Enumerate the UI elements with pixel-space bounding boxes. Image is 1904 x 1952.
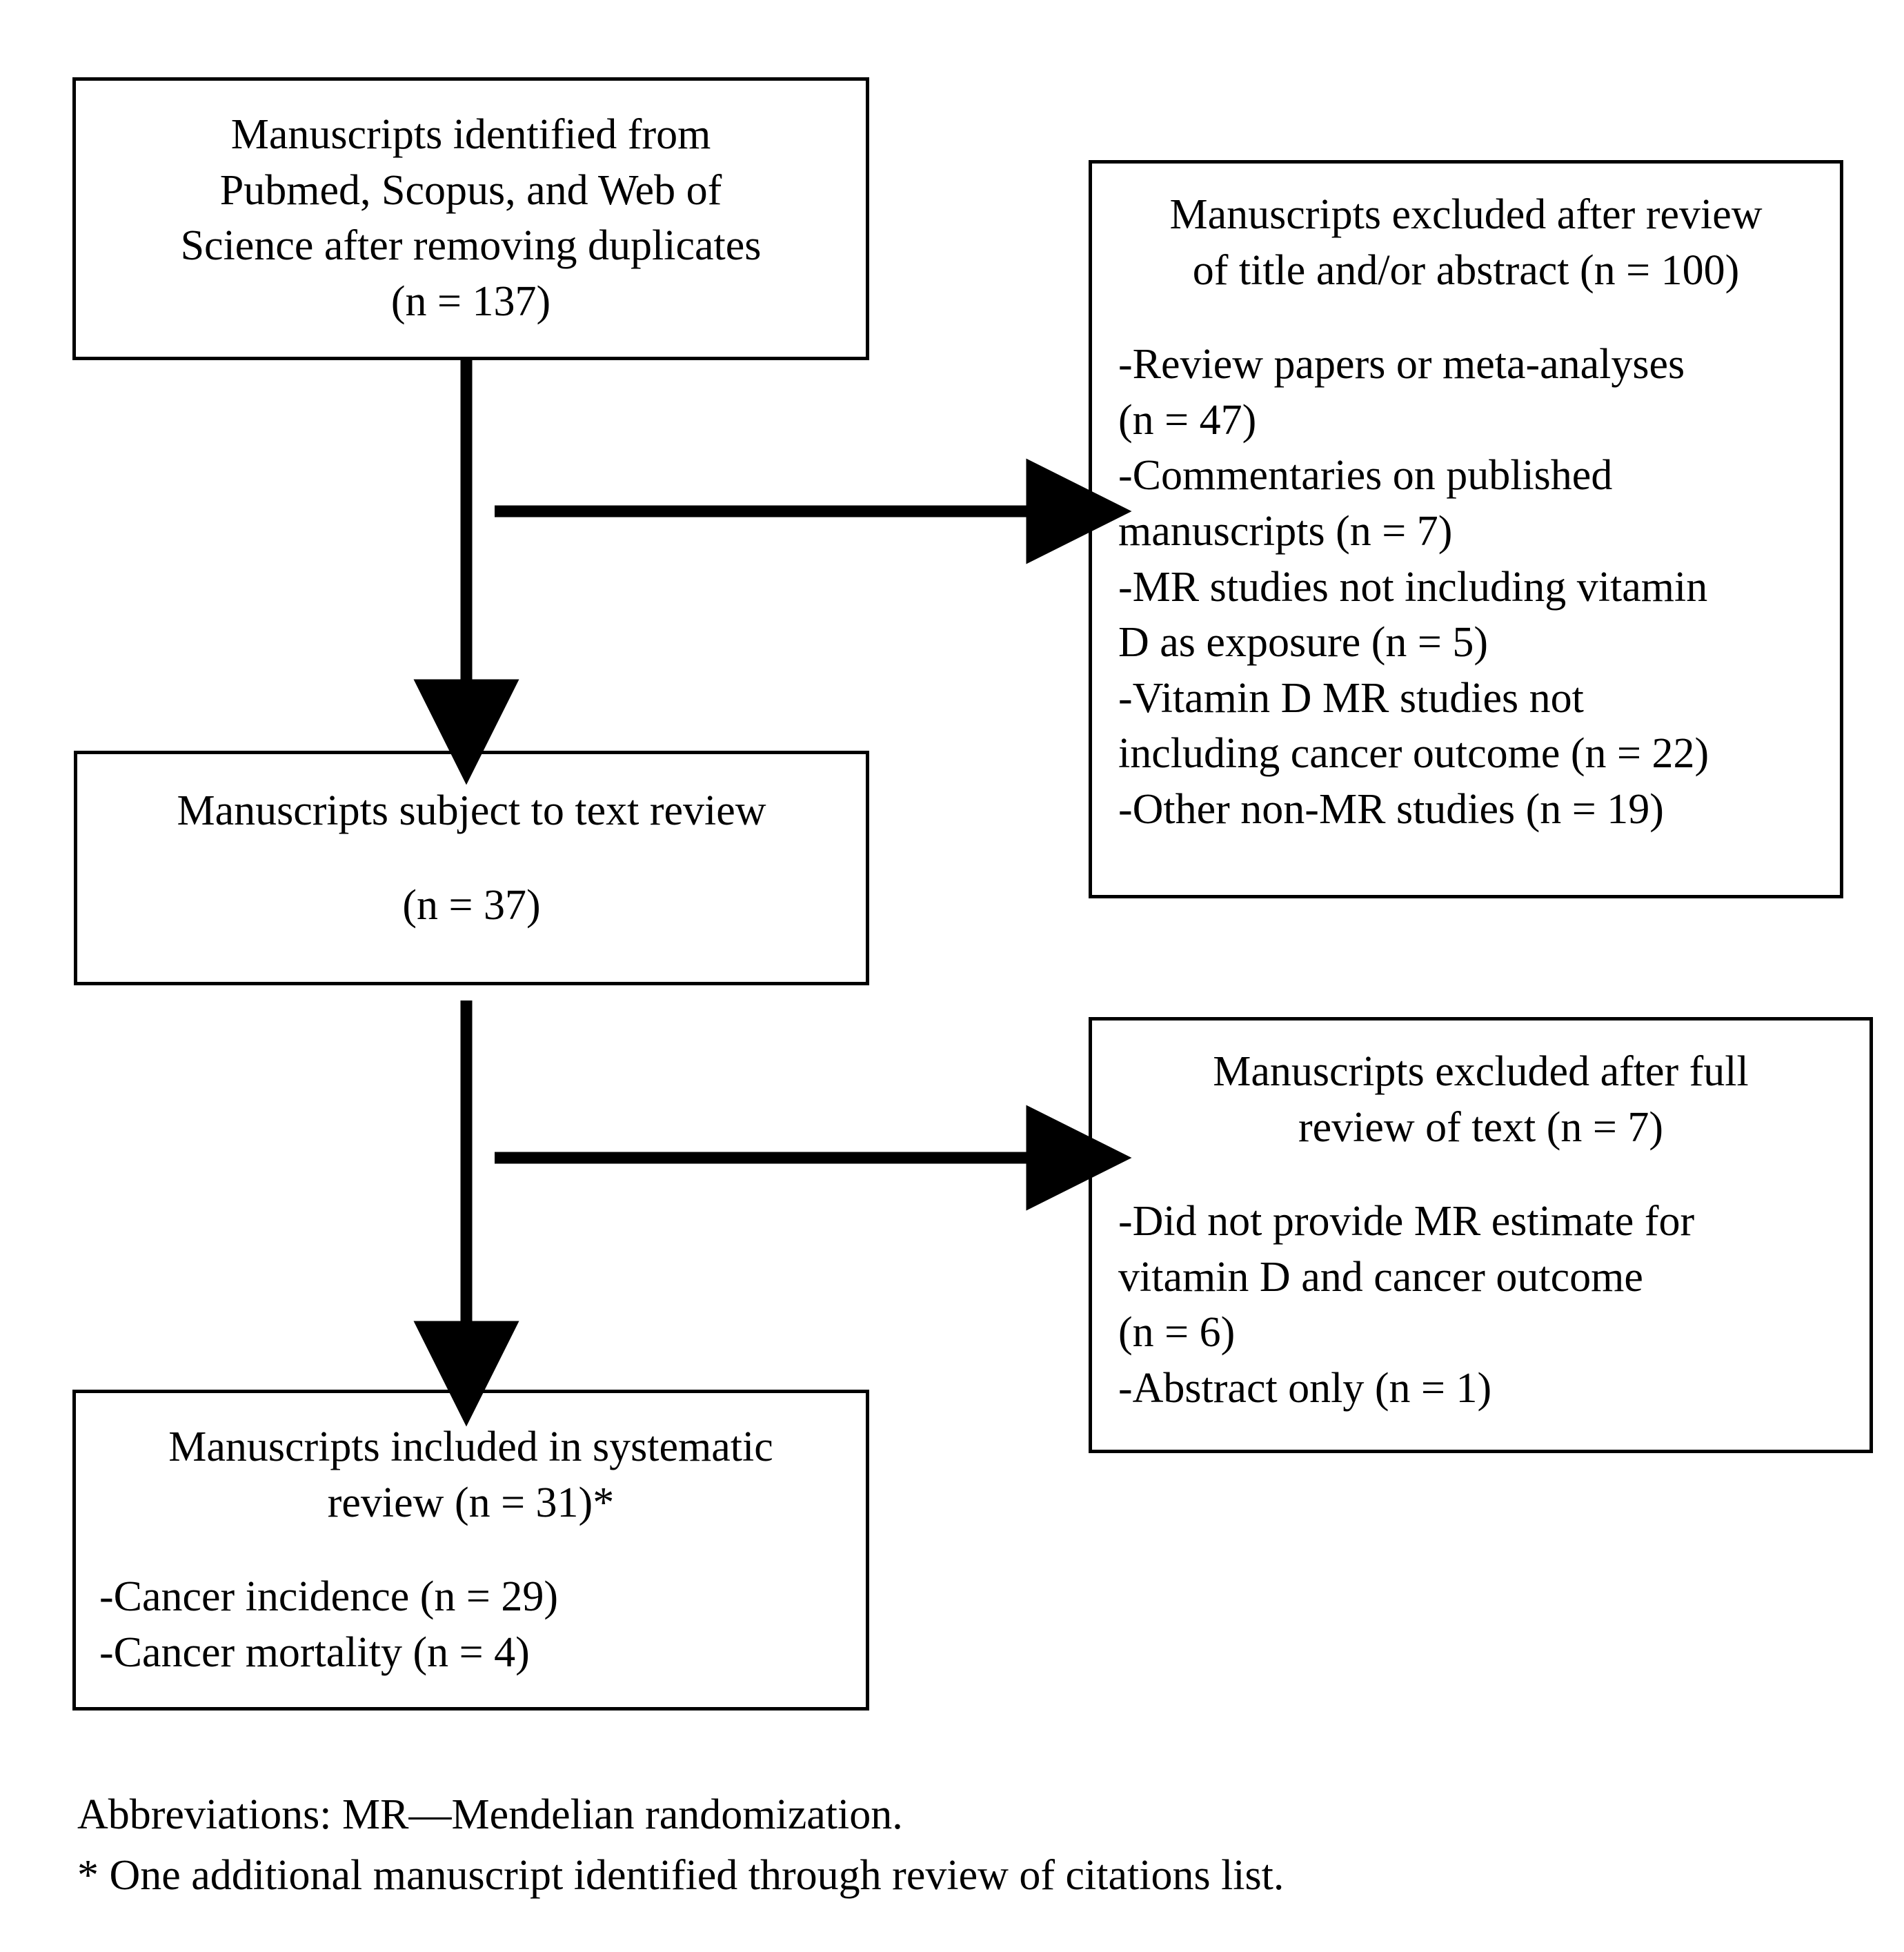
node-identified-line-3: Science after removing duplicates [180,222,762,270]
node-manuscripts-included: Manuscripts included in systematic revie… [72,1390,869,1711]
node-text-review-title: Manuscripts subject to text review [177,787,766,834]
node-text-review-count: (n = 37) [402,881,541,929]
node-text-review-body: Manuscripts subject to text review (n = … [77,783,866,933]
node-identified-line-2: Pubmed, Scopus, and Web of [219,166,722,214]
node-excluded-abstract-item-1b: (n = 47) [1118,396,1257,444]
node-excluded-abstract-item-5: -Other non-MR studies (n = 19) [1118,785,1664,833]
node-excluded-abstract-header-line-1: Manuscripts excluded after review [1169,191,1763,238]
node-included-item-cancer-incidence: -Cancer incidence (n = 29) [99,1573,558,1621]
node-excluded-abstract-header-line-2: of title and/or abstract (n = 100) [1192,246,1740,294]
footnote-asterisk: * One additional manuscript identified t… [77,1852,1285,1900]
node-excluded-abstract-item-4a: -Vitamin D MR studies not [1118,674,1584,722]
node-excluded-abstract-item-4b: including cancer outcome (n = 22) [1118,730,1709,778]
node-included-header-line-2: review (n = 31)* [327,1479,615,1526]
node-excluded-abstract-item-1a: -Review papers or meta-analyses [1118,341,1685,388]
node-excluded-fulltext-item-2: -Abstract only (n = 1) [1118,1364,1492,1412]
node-excluded-after-full-text-review: Manuscripts excluded after full review o… [1089,1017,1873,1453]
footnotes: Abbreviations: MR—Mendelian randomizatio… [77,1784,1802,1906]
node-excluded-fulltext-body: Manuscripts excluded after full review o… [1092,1044,1870,1417]
node-excluded-abstract-item-3a: -MR studies not including vitamin [1118,563,1708,611]
node-excluded-fulltext-item-1c: (n = 6) [1118,1309,1236,1357]
node-included-body: Manuscripts included in systematic revie… [76,1419,866,1680]
node-included-header-line-1: Manuscripts included in systematic [168,1423,773,1470]
node-excluded-fulltext-item-1b: vitamin D and cancer outcome [1118,1253,1643,1301]
node-excluded-abstract-item-3b: D as exposure (n = 5) [1118,619,1488,667]
node-manuscripts-text-review: Manuscripts subject to text review (n = … [74,751,869,985]
node-excluded-abstract-body: Manuscripts excluded after review of tit… [1092,187,1840,838]
node-excluded-abstract-item-2b: manuscripts (n = 7) [1118,507,1453,555]
node-included-item-cancer-mortality: -Cancer mortality (n = 4) [99,1628,530,1676]
node-manuscripts-identified: Manuscripts identified from Pubmed, Scop… [72,77,869,360]
node-excluded-fulltext-header-line-2: review of text (n = 7) [1298,1103,1664,1151]
footnote-abbreviations: Abbreviations: MR—Mendelian randomizatio… [77,1791,903,1838]
node-identified-line-1: Manuscripts identified from [230,111,711,158]
node-identified-body: Manuscripts identified from Pubmed, Scop… [76,107,866,329]
node-excluded-fulltext-header-line-1: Manuscripts excluded after full [1213,1048,1749,1095]
node-excluded-abstract-item-2a: -Commentaries on published [1118,452,1613,500]
node-excluded-after-abstract-review: Manuscripts excluded after review of tit… [1089,160,1843,898]
node-excluded-fulltext-item-1a: -Did not provide MR estimate for [1118,1198,1695,1245]
node-identified-count: (n = 137) [390,277,551,325]
